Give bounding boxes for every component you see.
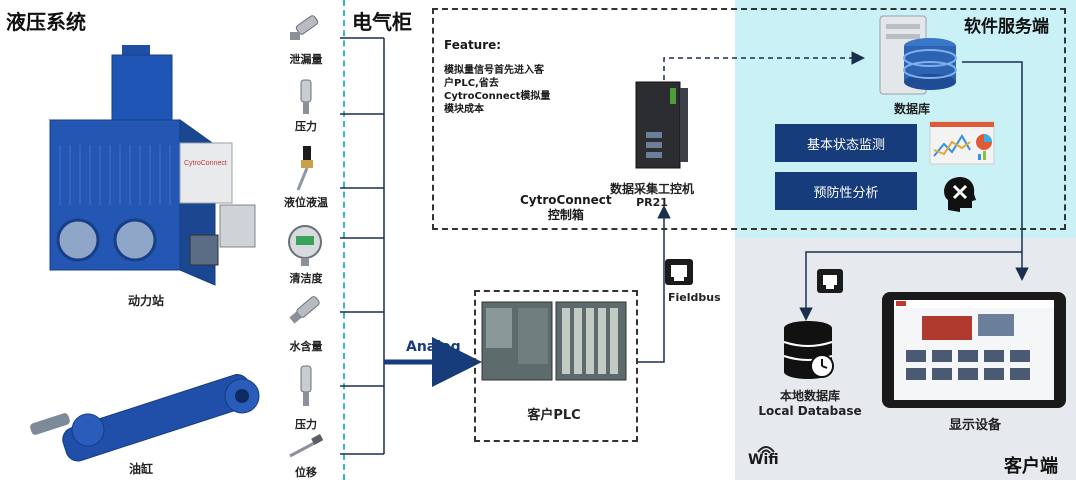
plc-label: 客户PLC [527,408,581,423]
control-box-line: CytroConnect [520,193,612,207]
local-database-line: Local Database [758,404,862,418]
cleanliness-sensor-icon [288,225,322,266]
wifi-label: Wifi [748,452,779,468]
power-station-image: CytroConnect [48,45,256,286]
ethernet-port-icon [665,259,693,285]
local-database-icon [783,321,834,379]
control-box-label: CytroConnect 控制箱 [520,193,612,223]
section-divider [343,0,345,480]
ethernet-port-icon [817,269,843,293]
ipc-label: 数据采集工控机 [609,182,695,196]
sensor-label-displacement: 位移 [295,466,317,479]
level-temp-sensor-icon [296,146,313,191]
database-server-icon [879,15,957,95]
server-title: 软件服务端 [964,17,1049,37]
analog-label: Analog [406,339,461,355]
wifi-icon [757,446,775,454]
hydraulic-title: 液压系统 [6,10,86,34]
cabinet-title: 电气柜 [352,10,412,34]
chart-dashboard-icon [929,121,995,165]
feature-line: 模块成本 [444,104,484,115]
cylinder-image [30,374,260,462]
cylinder-label: 油缸 [128,462,154,476]
sensor-label-level-temp: 液位液温 [284,196,328,209]
sensor-label-pressure-1: 压力 [295,120,317,133]
power-station-brand: CytroConnect [184,160,227,167]
leak-sensor-icon [290,15,319,40]
sensor-label-cleanliness: 清洁度 [289,272,323,285]
basic-monitoring-button[interactable]: 基本状态监测 [775,124,917,162]
feature-line: 模拟量信号首先进入客 [444,65,544,76]
power-station-label: 动力站 [127,294,165,308]
feature-title: Feature: [444,38,502,52]
sensor-label-leak: 泄漏量 [289,53,323,66]
feature-line: 户PLC,省去 [444,78,499,89]
display-tablet-image [882,292,1066,408]
ipc-device-image [635,81,688,169]
plc-frame [474,290,638,442]
sensor-label-pressure-2: 压力 [295,418,317,431]
local-database-label: 本地数据库 Local Database [758,389,861,419]
sensor-label-water: 水含量 [289,340,323,353]
control-box-line: 控制箱 [547,208,584,222]
client-title: 客户端 [1004,456,1058,477]
database-label: 数据库 [893,102,931,116]
water-content-sensor-icon [289,296,320,324]
displacement-sensor-icon [289,434,324,458]
fieldbus-label: Fieldbus [668,291,721,304]
display-label: 显示设备 [948,418,1002,433]
predictive-analysis-button[interactable]: 预防性分析 [775,172,917,210]
local-database-line: 本地数据库 [779,389,841,403]
ipc-model: PR21 [636,196,668,209]
feature-text: 模拟量信号首先进入客 户PLC,省去 CytroConnect模拟量 模块成本 [444,64,550,116]
control-box-frame [432,8,1066,230]
pressure-sensor-icon [300,365,312,406]
plc-device-image [481,301,627,381]
pressure-sensor-icon [300,79,312,114]
feature-line: CytroConnect模拟量 [444,91,551,102]
head-tools-icon [944,176,976,212]
